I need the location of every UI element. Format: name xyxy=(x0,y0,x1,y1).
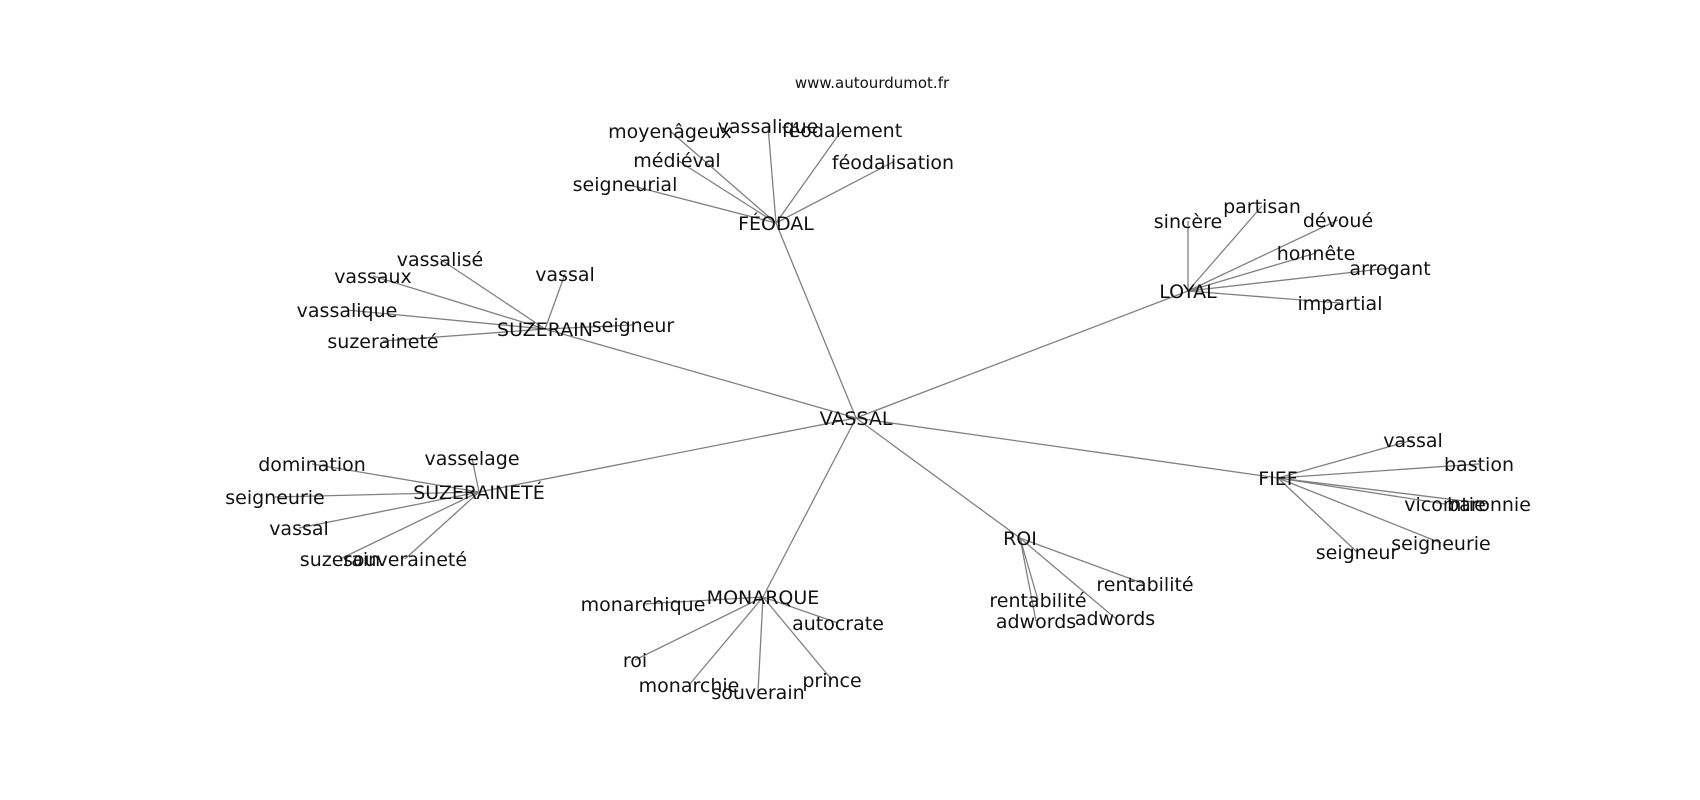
leaf-node-label: vassal xyxy=(269,518,329,540)
leaf-node-label: vasselage xyxy=(424,448,519,470)
edge-hub-to-leaf xyxy=(1187,252,1317,292)
center-node-label: VASSAL xyxy=(820,408,893,430)
leaf-node-label: vassaux xyxy=(334,266,412,288)
hub-node-label: ROI xyxy=(1003,528,1037,550)
leaf-node-label: féodalisation xyxy=(832,152,954,174)
hub-node-label: FIEF xyxy=(1258,468,1297,490)
leaf-node-label: suzerain xyxy=(300,549,380,571)
edge-hub-to-leaf xyxy=(1019,537,1037,622)
edge-center-to-hub xyxy=(762,417,857,598)
leaf-node-label: vassal xyxy=(1383,430,1443,452)
watermark: www.autourdumot.fr xyxy=(795,74,950,92)
leaf-node-label: seigneurial xyxy=(573,174,678,196)
leaf-node-label: seigneurie xyxy=(225,487,324,509)
edge-hub-to-leaf xyxy=(775,129,843,224)
leaf-node-label: vassal xyxy=(535,264,595,286)
edge-hub-to-leaf xyxy=(762,596,839,624)
leaf-node-label: arrogant xyxy=(1349,258,1430,280)
leaf-node-label: prince xyxy=(802,670,861,692)
edge-hub-to-leaf xyxy=(1187,290,1341,304)
leaf-node-label: roi xyxy=(623,650,647,672)
edge-hub-to-leaf xyxy=(642,596,764,605)
edge-hub-to-leaf xyxy=(346,309,546,330)
edge-hub-to-leaf xyxy=(382,328,546,342)
edge-hub-to-leaf xyxy=(1187,267,1391,292)
edge-hub-to-leaf xyxy=(767,125,777,224)
edge-hub-to-leaf xyxy=(634,596,764,661)
edge-hub-to-leaf xyxy=(676,159,777,224)
leaf-node-label: adwords xyxy=(1075,608,1155,630)
edge-hub-to-leaf xyxy=(404,491,480,560)
edge-hub-to-leaf xyxy=(775,161,894,224)
leaf-node-label: vassalique xyxy=(718,116,819,138)
hub-node-label: SUZERAIN xyxy=(497,319,593,341)
leaf-node-label: seigneurie xyxy=(1391,533,1490,555)
leaf-node-label: vassalisé xyxy=(397,249,483,271)
leaf-node-label: vicomtie xyxy=(1404,494,1486,516)
leaf-node-label: adwords xyxy=(996,611,1076,633)
leaf-node-label: domination xyxy=(258,454,366,476)
edge-hub-to-leaf xyxy=(669,130,777,224)
edge-hub-to-leaf xyxy=(1187,205,1263,292)
edge-center-to-hub xyxy=(855,290,1189,419)
leaf-node-label: souveraineté xyxy=(343,549,467,571)
edge-hub-to-leaf xyxy=(1187,219,1339,292)
leaf-node-label: rentabilité xyxy=(989,590,1086,612)
edge-center-to-hub xyxy=(775,222,857,419)
edge-hub-to-leaf xyxy=(1277,477,1442,544)
leaf-node-label: monarchie xyxy=(639,675,740,697)
leaf-node-label: seigneur xyxy=(592,315,675,337)
edge-hub-to-leaf xyxy=(339,491,480,560)
hub-node-label: MONARQUE xyxy=(707,587,820,609)
leaf-node-label: souverain xyxy=(711,682,804,704)
edge-hub-to-leaf xyxy=(762,596,833,681)
leaf-node-label: autocrate xyxy=(792,613,884,635)
leaf-node-label: honnête xyxy=(1277,243,1356,265)
leaf-node-label: dévoué xyxy=(1303,210,1373,232)
edge-hub-to-leaf xyxy=(372,275,546,330)
edge-hub-to-leaf xyxy=(1277,477,1446,505)
edge-hub-to-leaf xyxy=(311,463,480,493)
leaf-node-label: sincère xyxy=(1154,211,1222,233)
edge-hub-to-leaf xyxy=(624,183,777,224)
edge-hub-to-leaf xyxy=(1277,463,1480,479)
leaf-node-label: moyenâgeux xyxy=(608,121,732,143)
hub-node-label: FÉODAL xyxy=(738,212,814,235)
edge-hub-to-leaf xyxy=(1019,537,1039,601)
hub-node-label: SUZERAINETÉ xyxy=(413,481,545,504)
leaf-node-label: vassalique xyxy=(297,300,398,322)
edge-hub-to-leaf xyxy=(1277,477,1490,505)
edge-hub-to-leaf xyxy=(1019,537,1116,619)
leaf-node-label: impartial xyxy=(1298,293,1383,315)
edge-center-to-hub xyxy=(544,328,857,419)
graph-edges xyxy=(274,125,1490,693)
edge-hub-to-leaf xyxy=(1277,439,1414,479)
edge-hub-to-leaf xyxy=(544,324,634,330)
edge-hub-to-leaf xyxy=(298,491,480,529)
edge-hub-to-leaf xyxy=(471,457,480,493)
leaf-node-label: baronnie xyxy=(1447,494,1531,516)
edge-center-to-hub xyxy=(478,417,857,493)
edge-hub-to-leaf xyxy=(1019,537,1146,585)
leaf-node-label: seigneur xyxy=(1316,542,1399,564)
leaf-node-label: suzeraineté xyxy=(327,331,438,353)
leaf-node-label: partisan xyxy=(1223,196,1301,218)
edge-hub-to-leaf xyxy=(274,491,480,498)
edge-hub-to-leaf xyxy=(688,596,764,686)
edge-hub-to-leaf xyxy=(439,258,546,330)
graph-labels: www.autourdumot.fr VASSAL FÉODAL moyenâge… xyxy=(225,74,1531,704)
edge-hub-to-leaf xyxy=(544,273,566,330)
hub-node-label: LOYAL xyxy=(1159,281,1217,303)
edge-hub-to-leaf xyxy=(1277,477,1358,553)
leaf-node-label: médiéval xyxy=(633,150,720,172)
edge-center-to-hub xyxy=(855,417,1279,479)
leaf-node-label: monarchique xyxy=(581,594,706,616)
leaf-node-label: rentabilité xyxy=(1096,574,1193,596)
edge-hub-to-leaf xyxy=(757,596,764,693)
edge-center-to-hub xyxy=(855,417,1021,539)
leaf-node-label: féodalement xyxy=(782,120,902,142)
leaf-node-label: bastion xyxy=(1444,454,1514,476)
